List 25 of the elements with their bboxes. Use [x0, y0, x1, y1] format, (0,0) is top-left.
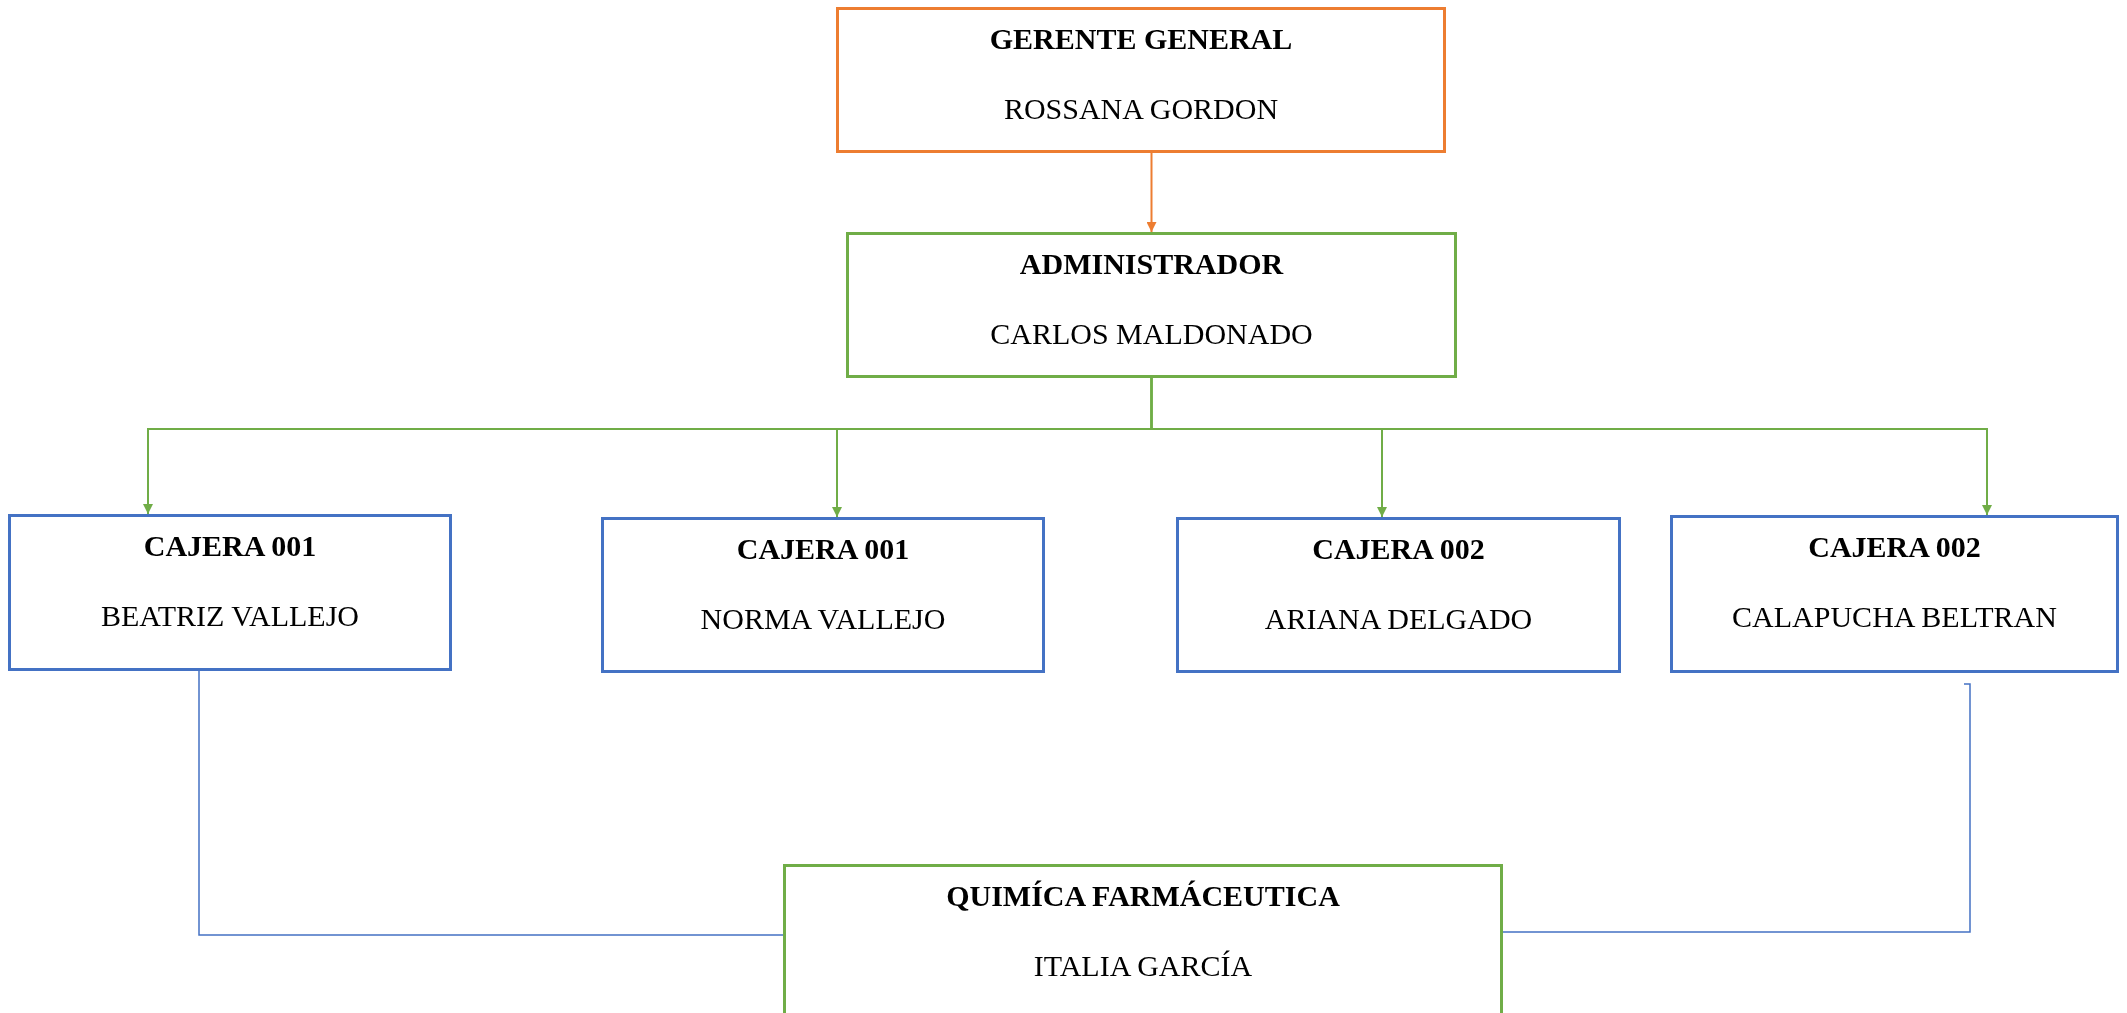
person-name: NORMA VALLEJO	[699, 602, 947, 636]
role-title: GERENTE GENERAL	[988, 22, 1294, 56]
role-box	[601, 517, 1045, 673]
role-title: CAJERA 002	[1807, 530, 1982, 564]
person-name: ITALIA GARCÍA	[1032, 949, 1254, 983]
role-box	[836, 7, 1446, 153]
role-title: CAJERA 001	[735, 532, 911, 566]
arrow	[1150, 377, 1992, 516]
person-name: ROSSANA GORDON	[1002, 92, 1280, 126]
person-name: ARIANA DELGADO	[1263, 602, 1534, 636]
role-box	[1176, 517, 1621, 673]
role-title: CAJERA 001	[142, 529, 318, 563]
role-box	[8, 514, 452, 671]
role-title: QUIMÍCA FARMÁCEUTICA	[945, 879, 1341, 913]
role-title: CAJERA 002	[1311, 532, 1486, 566]
person-name: CARLOS MALDONADO	[989, 317, 1314, 351]
arrow	[1146, 152, 1157, 233]
connector-line	[1502, 683, 1971, 933]
connector-line	[198, 670, 784, 936]
person-name: CALAPUCHA BELTRAN	[1731, 600, 2058, 634]
role-box	[783, 864, 1503, 1013]
role-box	[846, 232, 1457, 378]
person-name: BEATRIZ VALLEJO	[99, 599, 361, 633]
role-box	[1670, 515, 2119, 673]
role-title: ADMINISTRADOR	[1018, 247, 1285, 281]
